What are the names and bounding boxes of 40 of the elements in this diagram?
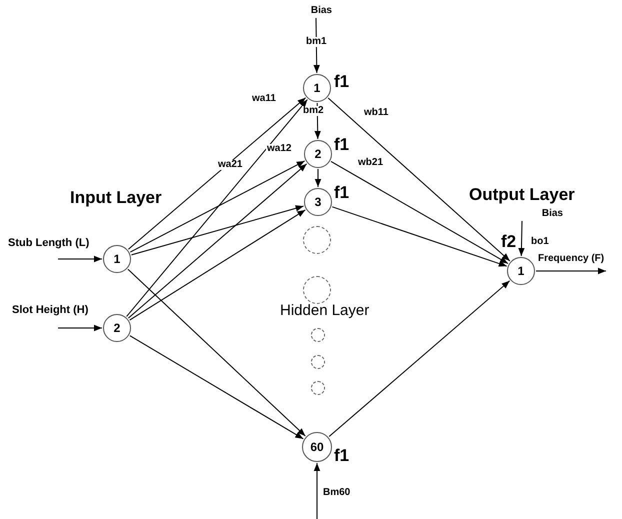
arrow	[130, 205, 304, 256]
input-label: Stub Length (L)	[8, 238, 90, 249]
layer-title: Output Layer	[469, 186, 575, 203]
bias-label: Bias	[300, 4, 332, 18]
arrow	[332, 206, 508, 267]
edge-label: wa21	[217, 160, 244, 170]
arrow	[328, 280, 510, 438]
arrow	[536, 268, 606, 274]
edge-label: bm2	[302, 106, 325, 116]
edge-label: wa11	[251, 94, 277, 104]
edge-label: bm1	[305, 37, 328, 47]
arrow	[314, 462, 320, 519]
activation-label: f1	[334, 447, 350, 464]
arrow	[127, 268, 306, 437]
activation-label: f1	[334, 184, 350, 201]
activation-label: f2	[501, 233, 516, 250]
edge-label: wb21	[357, 158, 384, 168]
arrow	[314, 168, 322, 188]
edge-label: Frequency (F)	[537, 254, 606, 264]
layer-title: Input Layer	[70, 189, 162, 206]
input-label: Slot Height (H)	[12, 305, 88, 316]
arrow	[330, 161, 508, 264]
edge-label: bo1	[530, 237, 550, 247]
arrow	[58, 324, 102, 332]
arrow	[129, 209, 306, 321]
arrow	[58, 256, 102, 262]
activation-label: f1	[334, 73, 350, 90]
edge-label: wb11	[363, 108, 390, 118]
layer-title: Hidden Layer	[280, 303, 370, 318]
arrow	[129, 335, 304, 440]
bias-label: Bias	[521, 207, 563, 221]
arrow	[518, 220, 525, 256]
edge-label: Bm60	[322, 488, 352, 498]
arrow	[128, 97, 306, 250]
arrow	[128, 163, 308, 319]
activation-label: f1	[334, 136, 350, 153]
arrow	[126, 99, 308, 317]
edge-label: wa12	[266, 144, 292, 154]
arrow	[130, 160, 306, 253]
arrow	[328, 98, 510, 262]
